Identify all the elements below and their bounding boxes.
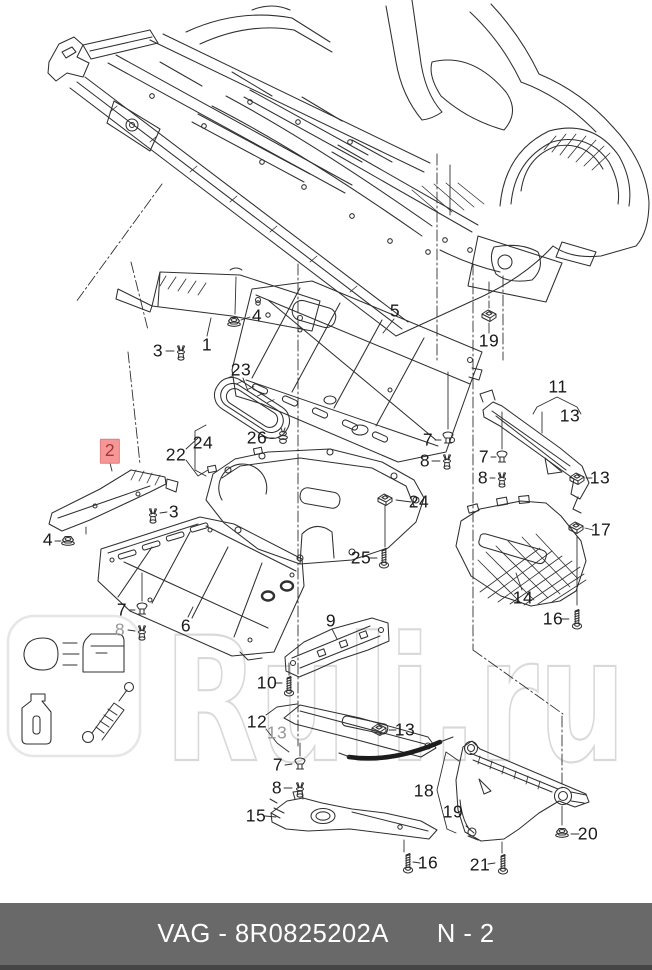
part-callout-16[interactable]: 16: [417, 852, 439, 873]
part-callout-15[interactable]: 15: [245, 805, 267, 826]
part-callout-1[interactable]: 1: [201, 334, 213, 355]
car-underbody-art: [47, 0, 650, 337]
part-11-sill-bracket: [479, 389, 590, 514]
part-1-trim-strip: [115, 267, 321, 332]
part-callout-5[interactable]: 5: [389, 300, 401, 321]
catalog-code: VAG - 8R0825202A: [157, 919, 389, 948]
part-callout-3[interactable]: 3: [168, 501, 180, 522]
part-callout-22[interactable]: 22: [165, 444, 187, 465]
footer-bar: VAG - 8R0825202A N - 2: [0, 903, 652, 970]
part-callout-24[interactable]: 24: [192, 432, 214, 453]
part-callout-25[interactable]: 25: [350, 547, 372, 568]
shock-absorber-icon: [81, 681, 135, 744]
leader-lines: [54, 276, 594, 865]
part-callout-7[interactable]: 7: [422, 429, 434, 450]
part-14-hatched-panel: [455, 494, 587, 607]
part-callout-10[interactable]: 10: [256, 672, 278, 693]
part-callout-23[interactable]: 23: [230, 359, 252, 380]
part-callout-14[interactable]: 14: [512, 587, 534, 608]
part-callout-17[interactable]: 17: [590, 519, 612, 540]
part-2-sill-trim-selected: [48, 469, 179, 532]
part-callout-13[interactable]: 13: [394, 719, 416, 740]
part-callout-13[interactable]: 13: [589, 467, 611, 488]
watermark-logo: Ruli.ru: [6, 599, 627, 802]
part-callout-13[interactable]: 13: [266, 722, 288, 743]
part-callout-9[interactable]: 9: [325, 610, 337, 631]
page-code: N - 2: [436, 919, 495, 948]
part-callout-6[interactable]: 6: [180, 615, 192, 636]
part-callout-20[interactable]: 20: [577, 823, 599, 844]
part-callout-8[interactable]: 8: [419, 450, 431, 471]
part-9-cross-bracket: [284, 617, 390, 678]
part-12-strip-with-seal: [283, 704, 454, 761]
projection-lines: [75, 153, 564, 789]
part-callout-19[interactable]: 19: [442, 801, 464, 822]
part-callout-8[interactable]: 8: [477, 467, 489, 488]
part-22-engine-cover: [205, 446, 425, 565]
car-door-icon: [82, 633, 125, 673]
part-callout-18[interactable]: 18: [413, 780, 435, 801]
part-callout-12[interactable]: 12: [246, 711, 268, 732]
part-callout-13[interactable]: 13: [559, 405, 581, 426]
part-callout-4[interactable]: 4: [251, 305, 263, 326]
part-23-insert-tray: [213, 375, 291, 439]
part-callout-3[interactable]: 3: [152, 340, 164, 361]
part-callout-24[interactable]: 24: [408, 491, 430, 512]
part-callout-21[interactable]: 21: [469, 854, 491, 875]
part-callout-7[interactable]: 7: [116, 599, 128, 620]
part-callout-16[interactable]: 16: [542, 608, 564, 629]
part-callout-19[interactable]: 19: [478, 330, 500, 351]
part-callout-7[interactable]: 7: [272, 754, 284, 775]
watermark-text: Ruli.ru: [164, 600, 626, 801]
part-callout-2[interactable]: 2: [99, 438, 121, 464]
part-18-19-wheel-liner: [455, 740, 590, 842]
exploded-view-drawing: Ruli.ru: [6, 0, 650, 875]
part-15-support-arm: [269, 790, 438, 840]
part-6-floor-panel: [97, 516, 305, 661]
headlight-icon: [23, 637, 80, 671]
part-callout-8[interactable]: 8: [271, 777, 283, 798]
part-callout-4[interactable]: 4: [42, 529, 54, 550]
oil-bottle-icon: [21, 693, 52, 745]
part-callout-11[interactable]: 11: [548, 376, 568, 397]
part-callout-26[interactable]: 26: [246, 427, 268, 448]
part-callout-8[interactable]: 8: [114, 619, 126, 640]
part-callout-7[interactable]: 7: [478, 446, 490, 467]
